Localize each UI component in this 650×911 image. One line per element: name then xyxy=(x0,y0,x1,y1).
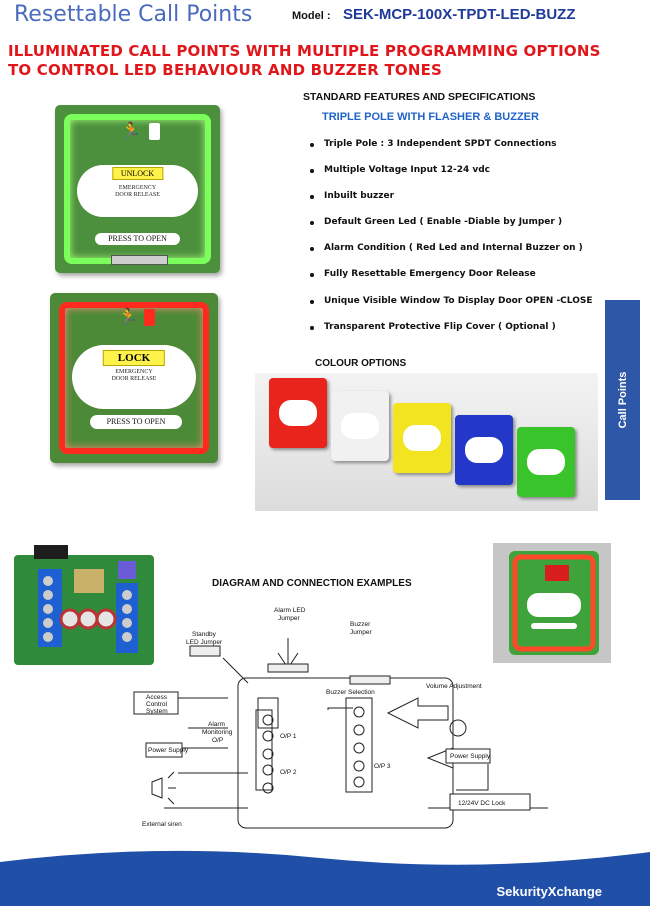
alarm-monitoring-label-2: Monitoring xyxy=(202,729,233,736)
output-1-label: O/P 1 xyxy=(280,733,297,740)
colour-options-heading: COLOUR OPTIONS xyxy=(315,358,407,369)
output-3-label: O/P 3 xyxy=(374,763,391,770)
pcb-image xyxy=(4,543,157,678)
alarm-monitoring-label-3: O/P xyxy=(212,737,223,744)
press-to-open-label: PRESS TO OPEN xyxy=(90,415,182,429)
access-control-label-3: System xyxy=(146,708,168,715)
unlock-tag: UNLOCK xyxy=(111,167,164,180)
brand-name: SekurityXchange xyxy=(496,884,603,899)
specs-subheading: TRIPLE POLE WITH FLASHER & BUZZER xyxy=(322,111,539,123)
emergency-door-release-text: EMERGENCY DOOR RELEASE xyxy=(72,369,196,383)
buzzer-jumper-label-1: Buzzer xyxy=(350,621,371,628)
oval-line-2: DOOR RELEASE xyxy=(111,376,157,382)
footer-banner xyxy=(0,848,650,906)
buzzer-selection-label: Buzzer Selection xyxy=(326,689,375,696)
colour-unit xyxy=(393,403,451,473)
standby-led-jumper-label-1: Standby xyxy=(192,631,217,638)
alarm-led-jumper-label-2: Jumper xyxy=(278,615,301,622)
oval-line-1: EMERGENCY xyxy=(115,369,153,375)
spec-item: Multiple Voltage Input 12-24 vdc xyxy=(300,165,600,191)
external-siren-label: External siren xyxy=(142,821,182,828)
headline-line-2: TO CONTROL LED BEHAVIOUR AND BUZZER TONE… xyxy=(8,61,443,79)
spec-item: Unique Visible Window To Display Door OP… xyxy=(300,296,600,322)
standby-led-jumper-label-2: LED Jumper xyxy=(186,639,223,646)
red-call-point-image: 🏃 EMERGENCY DOOR RELEASE LOCK PRESS TO O… xyxy=(50,293,218,463)
colour-unit xyxy=(269,378,327,448)
volume-adjustment-label: Volume Adjustment xyxy=(426,683,482,690)
model-number: SEK-MCP-100X-TPDT-LED-BUZZ xyxy=(343,6,576,23)
spec-item: Transparent Protective Flip Cover ( Opti… xyxy=(300,322,600,348)
power-supply-right-label: Power Supply xyxy=(450,753,491,760)
specs-heading: STANDARD FEATURES AND SPECIFICATIONS xyxy=(303,91,536,103)
output-2-label: O/P 2 xyxy=(280,769,297,776)
door-icon xyxy=(149,123,160,140)
access-control-label-1: Access xyxy=(146,694,168,701)
press-to-open-label: PRESS TO OPEN xyxy=(95,233,180,245)
connection-diagram: Alarm LED Jumper Buzzer Jumper Standby L… xyxy=(128,598,598,848)
running-man-icon: 🏃 xyxy=(121,123,141,140)
spec-item: Inbuilt buzzer xyxy=(300,191,600,217)
colour-unit xyxy=(455,415,513,485)
illuminated-unit-photo xyxy=(493,543,611,663)
green-call-point-image: 🏃 EMERGENCY DOOR RELEASE UNLOCK PRESS TO… xyxy=(55,105,220,273)
buzzer-jumper-label-2: Jumper xyxy=(350,629,373,636)
spec-item: Fully Resettable Emergency Door Release xyxy=(300,269,600,295)
alarm-monitoring-label-1: Alarm xyxy=(208,721,225,728)
access-control-label-2: Control xyxy=(146,701,168,708)
headline-line-1: ILLUMINATED CALL POINTS WITH MULTIPLE PR… xyxy=(8,42,601,60)
lock-tag: LOCK xyxy=(102,350,166,366)
colour-unit xyxy=(517,427,575,497)
spec-list: Triple Pole : 3 Independent SPDT Connect… xyxy=(300,139,600,348)
emergency-door-release-text: EMERGENCY DOOR RELEASE xyxy=(77,185,198,199)
spec-item: Alarm Condition ( Red Led and Internal B… xyxy=(300,243,600,269)
colour-unit xyxy=(331,391,389,461)
oval-line-2: DOOR RELEASE xyxy=(115,192,160,198)
door-icon xyxy=(144,309,155,326)
spec-item: Triple Pole : 3 Independent SPDT Connect… xyxy=(300,139,600,165)
headline: ILLUMINATED CALL POINTS WITH MULTIPLE PR… xyxy=(8,42,648,80)
side-tab-label: Call Points xyxy=(616,371,629,429)
page-title: Resettable Call Points xyxy=(14,2,253,27)
spec-item: Default Green Led ( Enable -Diable by Ju… xyxy=(300,217,600,243)
latch-bar xyxy=(111,255,168,265)
diagram-heading: DIAGRAM AND CONNECTION EXAMPLES xyxy=(212,578,412,589)
colour-options-image xyxy=(255,373,598,511)
window-oval: EMERGENCY DOOR RELEASE xyxy=(72,345,196,409)
power-supply-left-label: Power Supply xyxy=(148,747,189,754)
model-label: Model : xyxy=(292,10,331,22)
red-led-frame xyxy=(59,302,209,454)
side-tab: Call Points xyxy=(605,300,640,500)
dc-lock-label: 12/24V DC Lock xyxy=(458,800,506,807)
running-man-icon: 🏃 xyxy=(118,309,138,326)
oval-line-1: EMERGENCY xyxy=(118,185,157,191)
alarm-led-jumper-label-1: Alarm LED xyxy=(274,607,306,614)
